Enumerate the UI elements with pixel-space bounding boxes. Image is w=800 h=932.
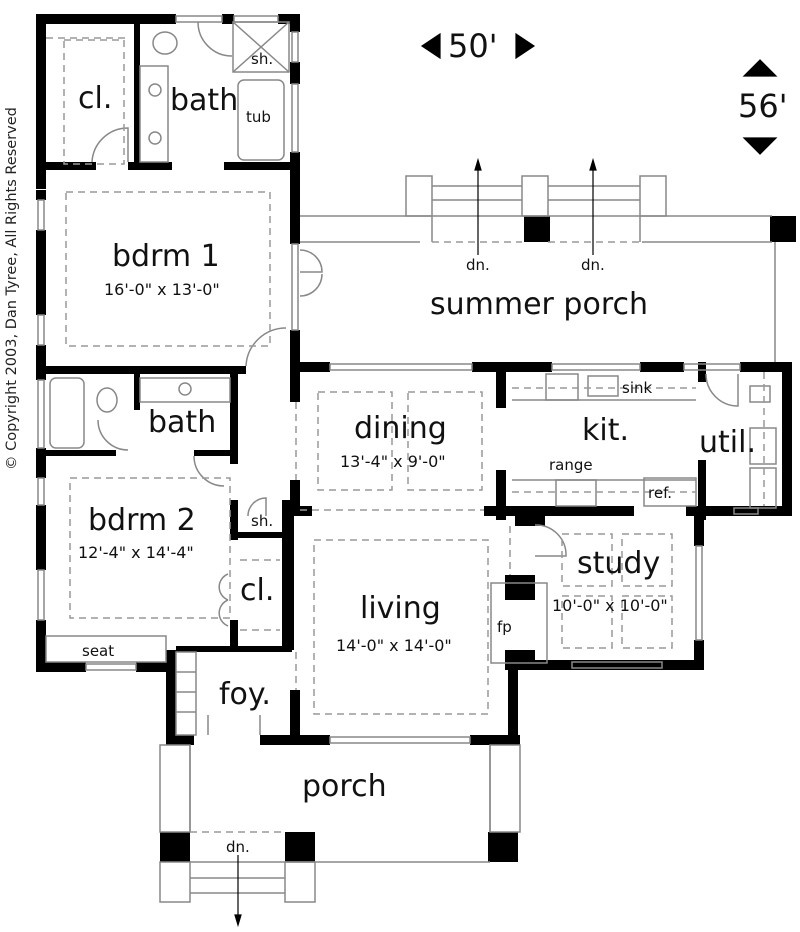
tub-label: tub [246, 108, 271, 126]
study-label: study [577, 546, 661, 581]
seat-label: seat [82, 642, 115, 660]
closet2-label: cl. [240, 573, 275, 608]
living-label: living [360, 591, 441, 626]
porch-stairs-label: dn. [226, 838, 250, 856]
foyer-label: foy. [219, 677, 271, 712]
range-label: range [549, 456, 593, 474]
overall-depth-dimension: 56' [738, 87, 788, 125]
summer-porch-stairs-1: dn. [466, 256, 490, 274]
bdrm1-label: bdrm 1 [112, 239, 220, 274]
bdrm1-size: 16'-0" x 13'-0" [104, 280, 220, 299]
copyright-notice: © Copyright 2003, Dan Tyree, All Rights … [4, 107, 20, 470]
ref-label: ref. [648, 484, 673, 502]
shower2-label: sh. [251, 512, 274, 530]
summer-porch-stairs-2: dn. [581, 256, 605, 274]
bath2-label: bath [148, 405, 217, 440]
summer-porch-label: summer porch [430, 287, 648, 322]
study-size: 10'-0" x 10'-0" [552, 596, 668, 615]
shower1-label: sh. [251, 50, 274, 68]
utility-label: util. [699, 425, 756, 460]
bath1-label: bath [170, 83, 239, 118]
closet1-label: cl. [78, 81, 113, 116]
overall-width-dimension: 50' [448, 27, 498, 65]
kitchen-label: kit. [582, 413, 630, 448]
sink-label: sink [622, 379, 653, 397]
porch-label: porch [302, 769, 387, 804]
dining-label: dining [354, 411, 447, 446]
bdrm2-size: 12'-4" x 14'-4" [78, 543, 194, 562]
bdrm2-label: bdrm 2 [88, 503, 196, 538]
fireplace-label: fp [497, 618, 512, 636]
dining-size: 13'-4" x 9'-0" [340, 452, 446, 471]
living-size: 14'-0" x 14'-0" [336, 636, 452, 655]
